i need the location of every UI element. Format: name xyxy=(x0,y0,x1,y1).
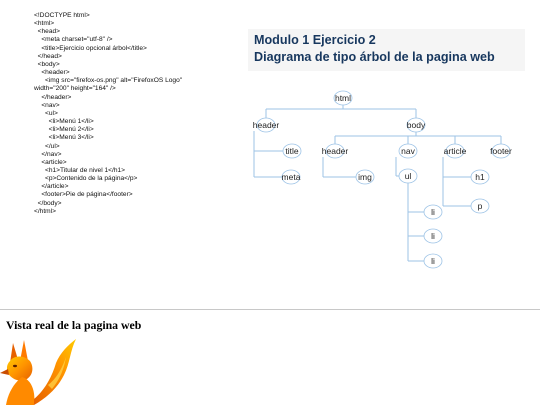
tree-node-label: nav xyxy=(401,146,415,156)
tree-node-label: body xyxy=(407,120,426,130)
tree-node-circle xyxy=(398,168,418,184)
tree-node-label: ul xyxy=(405,171,412,181)
code-line: <li>Menú 3</li> xyxy=(34,134,94,142)
tree-edges xyxy=(253,104,502,262)
tree-node-circle xyxy=(325,143,345,159)
code-line: <header> xyxy=(34,69,70,77)
tree-node-circle xyxy=(470,198,490,214)
tree-node-circle xyxy=(398,143,418,159)
code-line: width="200" height="164" /> xyxy=(34,85,116,93)
tree-node-nav: nav xyxy=(398,143,418,159)
tree-node-p: p xyxy=(470,198,490,214)
tree-node-title: title xyxy=(282,143,302,159)
tree-node-circle xyxy=(470,169,490,185)
code-line: <body> xyxy=(34,60,60,68)
code-line: </nav> xyxy=(34,150,62,158)
code-line: <h1>Titular de nivel 1</h1> xyxy=(34,166,126,174)
code-line: <p>Contenido de la página</p> xyxy=(34,175,138,183)
code-line: </head> xyxy=(34,52,62,60)
code-line: <ul> xyxy=(34,109,58,117)
tree-node-circle xyxy=(281,169,301,185)
tree-node-article: article xyxy=(444,143,467,159)
code-line: </body> xyxy=(34,199,62,207)
tree-node-circle xyxy=(256,117,276,133)
tree-node-circle xyxy=(445,143,465,159)
heading-subtitle: Diagrama de tipo árbol de la pagina web xyxy=(254,50,495,64)
tree-node-label: img xyxy=(358,172,372,182)
code-line: </ul> xyxy=(34,142,60,150)
code-line: <img src="firefox-os.png" alt="FirefoxOS… xyxy=(34,77,183,85)
tree-node-label: li xyxy=(431,207,435,217)
tree-node-label: li xyxy=(431,231,435,241)
heading-title: Modulo 1 Ejercicio 2 xyxy=(254,33,376,47)
tree-node-li3: li xyxy=(423,253,443,269)
tree-node-body: body xyxy=(406,117,426,133)
tree-node-li2: li xyxy=(423,228,443,244)
code-line: </article> xyxy=(34,183,69,191)
tree-node-circle xyxy=(423,253,443,269)
tree-node-li1: li xyxy=(423,204,443,220)
tree-node-circle xyxy=(423,228,443,244)
code-line: </header> xyxy=(34,93,72,101)
tree-node-label: header xyxy=(322,146,349,156)
tree-node-circle xyxy=(355,169,375,185)
tree-node-head: header xyxy=(253,117,280,133)
tree-node-label: p xyxy=(478,201,483,211)
tree-node-header: header xyxy=(322,143,349,159)
tree-node-circle xyxy=(491,143,511,159)
tree-node-label: h1 xyxy=(475,172,485,182)
code-line: <article> xyxy=(34,158,67,166)
tree-node-circle xyxy=(423,204,443,220)
code-line: <nav> xyxy=(34,101,60,109)
render-section-title: Vista real de la pagina web xyxy=(6,318,142,332)
tree-node-img: img xyxy=(355,169,375,185)
code-line: <meta charset="utf-8" /> xyxy=(34,36,113,44)
tree-node-h1: h1 xyxy=(470,169,490,185)
tree-node-ul: ul xyxy=(398,168,418,184)
code-line: <li>Menú 1</li> xyxy=(34,118,94,126)
tree-node-label: footer xyxy=(490,146,512,156)
tree-node-circle xyxy=(406,117,426,133)
code-line: </html> xyxy=(34,207,56,215)
code-line: <html> xyxy=(34,20,55,28)
tree-node-meta: meta xyxy=(281,169,301,185)
code-line: <li>Menú 2</li> xyxy=(34,126,94,134)
tree-node-label: meta xyxy=(282,172,301,182)
code-line: <head> xyxy=(34,28,61,36)
tree-node-label: title xyxy=(285,146,299,156)
tree-node-footer: footer xyxy=(490,143,512,159)
code-line: <title>Ejercicio opcional árbol</title> xyxy=(34,44,147,52)
tree-node-label: li xyxy=(431,256,435,266)
fox-logo-graphic xyxy=(0,339,76,405)
firefox-os-logo-icon xyxy=(0,333,80,405)
tree-node-label: article xyxy=(444,146,467,156)
section-divider xyxy=(0,309,540,310)
html-source-code: <!DOCTYPE html><html> <head> <meta chars… xyxy=(34,12,239,216)
tree-node-html: html xyxy=(333,90,353,106)
dom-tree-diagram: html header body title meta header img nav ul li l… xyxy=(253,90,512,269)
tree-node-label: html xyxy=(335,93,351,103)
tree-node-label: header xyxy=(253,120,280,130)
tree-nodes: html header body title meta header img nav ul li l… xyxy=(253,90,512,269)
code-line: <footer>Pie de página</footer> xyxy=(34,191,133,199)
tree-node-circle xyxy=(333,90,353,106)
tree-node-circle xyxy=(282,143,302,159)
code-line: <!DOCTYPE html> xyxy=(34,12,90,19)
slide-heading: Modulo 1 Ejercicio 2 Diagrama de tipo ár… xyxy=(248,29,525,71)
